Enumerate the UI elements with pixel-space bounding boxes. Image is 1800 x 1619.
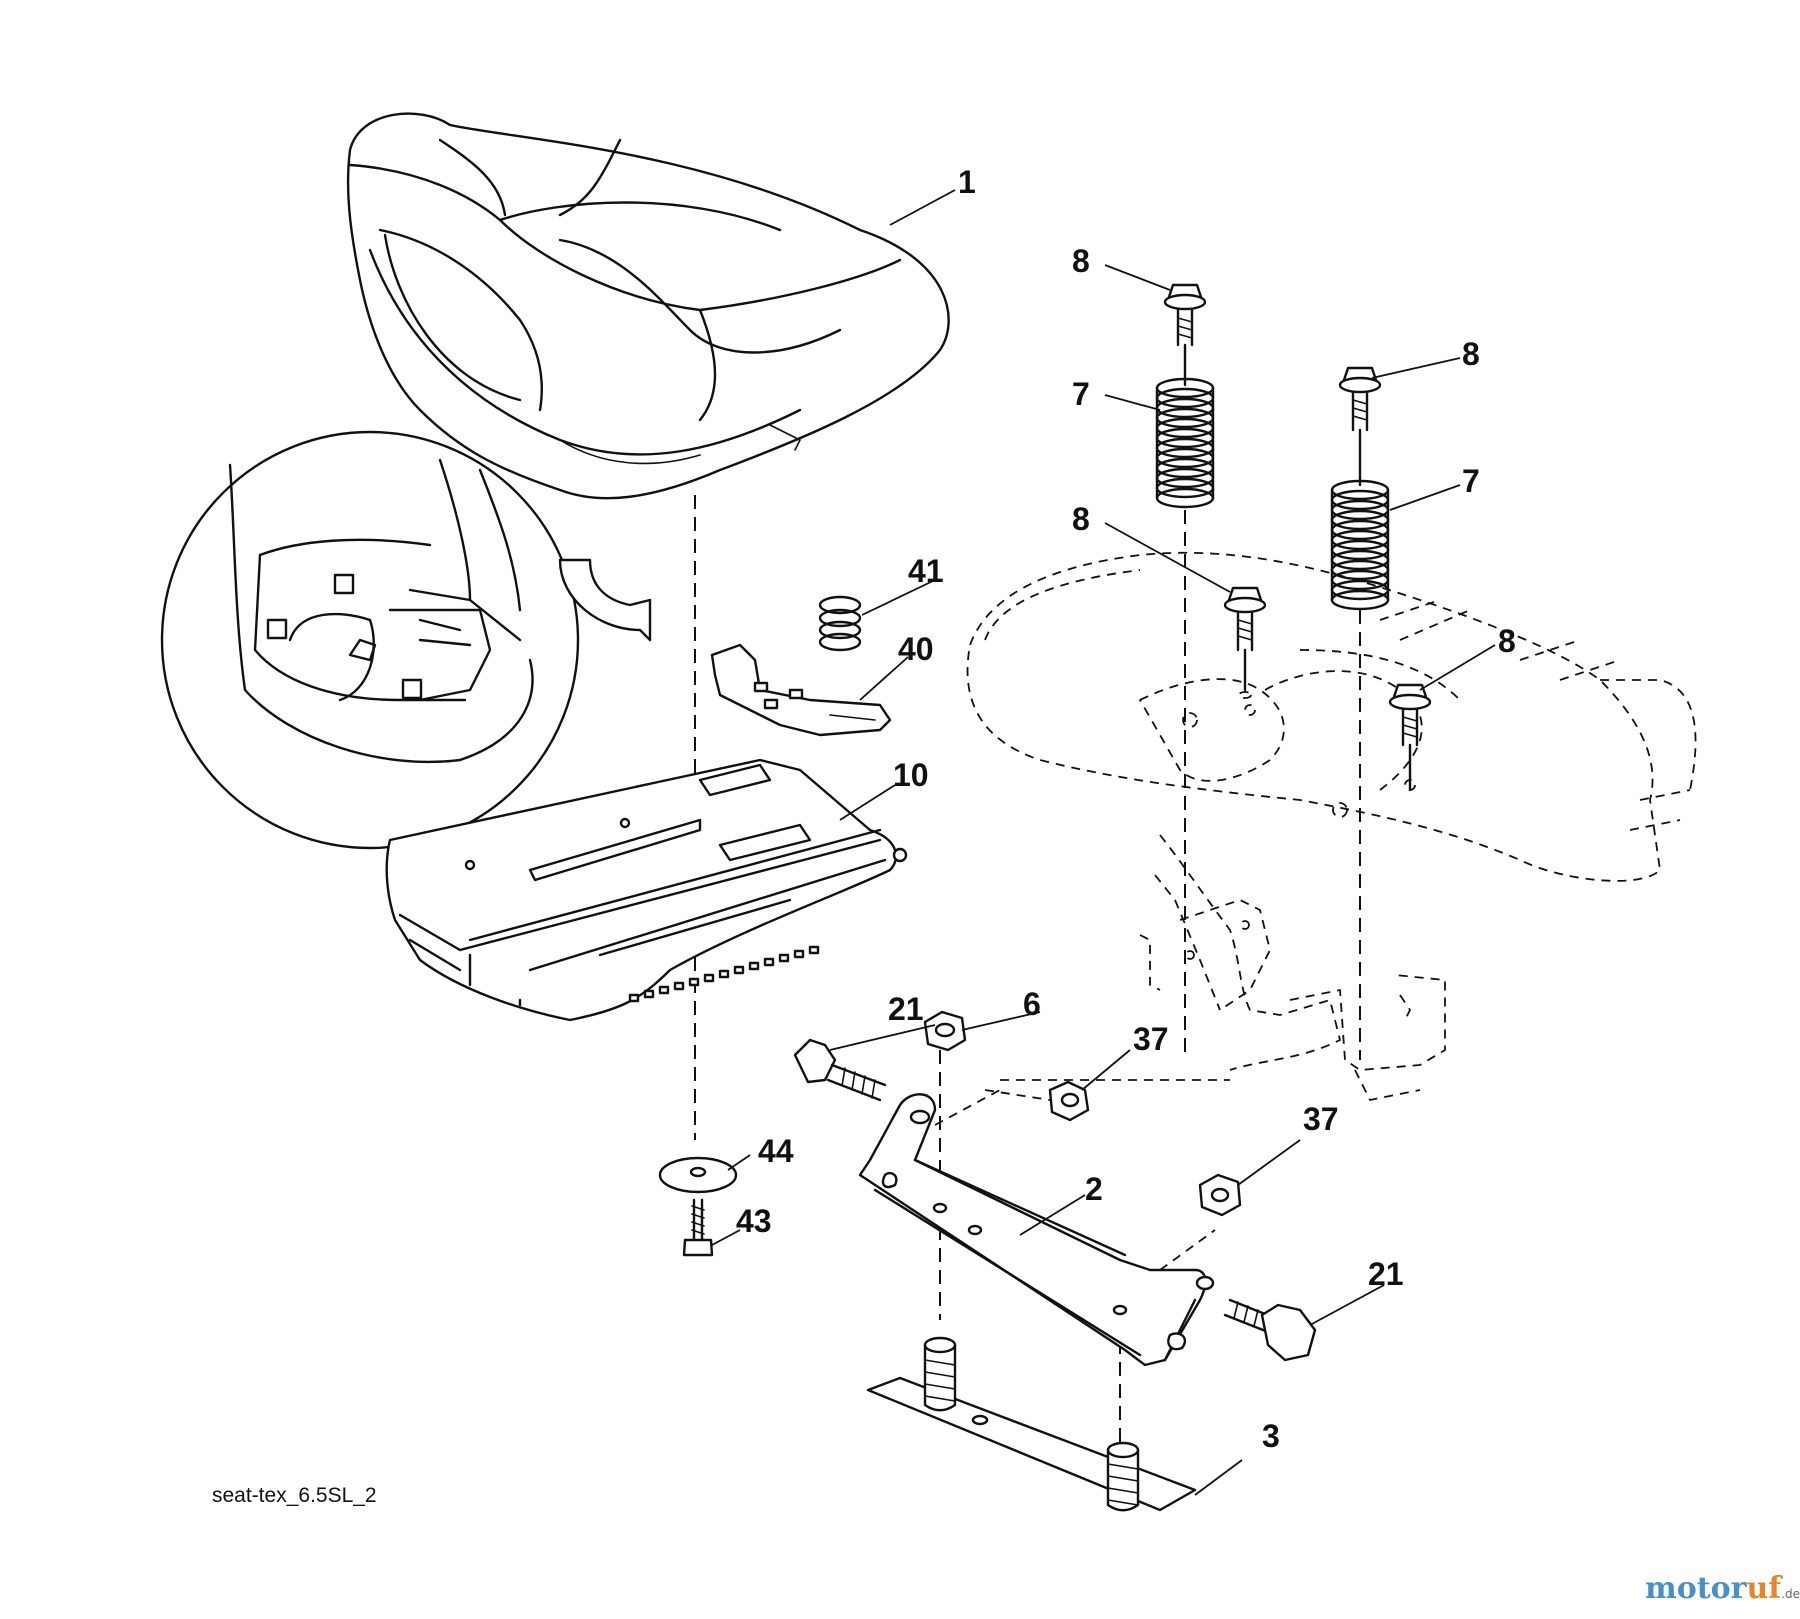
bolt-mid-right — [1388, 683, 1432, 792]
axis-line-6 — [1159, 1229, 1216, 1271]
detail-inset — [160, 430, 652, 850]
callout-1: 1 — [958, 164, 976, 200]
seat-pan — [385, 758, 908, 1022]
callout-21-a: 21 — [888, 991, 924, 1027]
watermark-logo: motoruf.de — [1645, 1571, 1800, 1606]
seat-cushion — [346, 112, 950, 500]
mower-deck-outline — [966, 551, 1697, 1101]
callout-8-b: 8 — [1462, 336, 1480, 372]
callout-7-a: 7 — [1072, 376, 1090, 412]
bottom-plate — [866, 1336, 1197, 1512]
drawing-code: seat-tex_6.5SL_2 — [212, 1484, 377, 1507]
callout-8-a: 8 — [1072, 243, 1090, 279]
watermark-part2: uf — [1746, 1571, 1783, 1606]
nut-top — [923, 1010, 967, 1052]
axis-line-4 — [984, 1089, 1051, 1101]
small-spring — [818, 595, 862, 652]
axis-line-5 — [934, 1089, 1001, 1126]
callout-37-b: 37 — [1303, 1101, 1339, 1137]
seat-clip — [710, 643, 892, 737]
callout-7-b: 7 — [1462, 463, 1480, 499]
bolt-left — [793, 1038, 887, 1102]
spring-left — [1155, 377, 1215, 509]
callout-37-a: 37 — [1133, 1021, 1169, 1057]
callout-3: 3 — [1262, 1418, 1280, 1454]
callout-40: 40 — [898, 631, 934, 667]
callout-labels: 1 8 8 7 7 8 8 41 40 10 21 6 37 37 44 2 4… — [736, 164, 1516, 1454]
callout-44: 44 — [758, 1133, 794, 1169]
seat-bracket — [858, 1093, 1215, 1367]
spring-left-assembly — [1155, 283, 1215, 1060]
washer — [658, 1156, 738, 1194]
leader-lines — [711, 189, 1496, 1496]
screw — [682, 1198, 714, 1257]
callout-8-c: 8 — [1072, 501, 1090, 537]
watermark-suffix: .de — [1781, 1587, 1800, 1601]
svg-text:motoruf.de: motoruf.de — [1645, 1571, 1800, 1606]
callout-10: 10 — [893, 757, 929, 793]
watermark-part1: motor — [1645, 1571, 1748, 1606]
callout-2: 2 — [1085, 1171, 1103, 1207]
bolt-mid-left — [1223, 586, 1267, 699]
callout-43: 43 — [736, 1203, 772, 1239]
spring-right — [1330, 479, 1390, 611]
seat-pan-slots — [628, 945, 820, 1003]
nut-lower — [1198, 1173, 1242, 1217]
deck-bracket — [1139, 899, 1271, 1011]
callout-8-d: 8 — [1498, 623, 1516, 659]
callout-21-b: 21 — [1368, 1256, 1404, 1292]
bolt-right — [1223, 1298, 1317, 1362]
callout-6: 6 — [1023, 986, 1041, 1022]
spring-right-assembly — [1330, 366, 1390, 1060]
nut-upper — [1048, 1080, 1090, 1122]
plate-stud-right — [1106, 1441, 1140, 1512]
plate-stud-left — [923, 1336, 957, 1412]
callout-41: 41 — [908, 553, 944, 589]
